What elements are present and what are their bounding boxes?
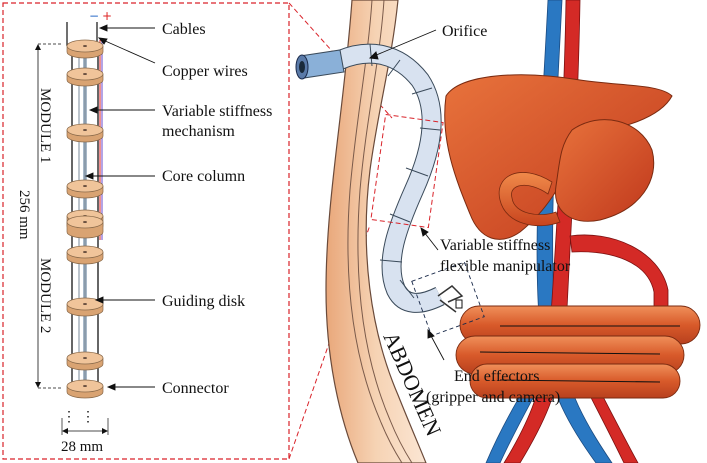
ellipsis-left: ⋮ <box>62 410 76 425</box>
end-eff-label-2: (gripper and camera) <box>426 389 560 406</box>
guiding-disks <box>66 39 104 399</box>
guiding-disk <box>66 215 104 239</box>
module-panel: MODULE 1 MODULE 2 256 mm − + <box>2 2 393 460</box>
end-effector-box <box>411 261 485 337</box>
module2-label: MODULE 2 <box>37 258 53 333</box>
abdominal-wall <box>325 0 427 463</box>
stomach <box>554 119 655 222</box>
manipulator-zoom-box <box>370 113 444 229</box>
module1-label: MODULE 1 <box>37 88 53 163</box>
duodenum <box>498 172 561 227</box>
length-label: 256 mm <box>16 190 32 240</box>
guiding-disk <box>66 67 104 87</box>
vs-mechanism-label-2: mechanism <box>162 123 235 140</box>
abdominal-wall-layer <box>347 0 403 463</box>
vs-manip-label-1: Variable stiffness <box>440 237 550 254</box>
abdominal-wall-layer-2 <box>357 0 413 463</box>
guiding-disk <box>66 179 104 199</box>
flexible-manipulator <box>295 43 445 313</box>
cables-label: Cables <box>162 21 206 38</box>
guiding-disk-label: Guiding disk <box>162 293 245 310</box>
callout-arrows <box>84 24 156 391</box>
ellipsis-right: ⋮ <box>81 410 95 425</box>
guiding-disk <box>66 123 104 143</box>
polarity-minus: − <box>89 9 99 23</box>
core-column-label: Core column <box>162 168 245 185</box>
vs-mechanism-label-1: Variable stiffness <box>162 103 272 120</box>
guiding-disk <box>66 245 104 265</box>
guiding-disk <box>66 379 104 399</box>
polarity-plus: + <box>102 9 112 23</box>
anatomy-scene: ABDOMEN <box>295 0 701 463</box>
end-eff-label-1: End effectors <box>454 368 539 385</box>
intestine <box>455 305 701 399</box>
copper-wires-label: Copper wires <box>162 63 248 80</box>
guiding-disk <box>66 297 104 317</box>
end-effectors <box>437 285 464 313</box>
connector-label: Connector <box>162 380 229 397</box>
callout-arrows-right <box>369 29 445 361</box>
guiding-disk <box>66 39 104 59</box>
copper-wire-pair <box>99 40 103 240</box>
length-dimension <box>35 43 62 389</box>
width-dimension <box>61 418 109 435</box>
orifice-label: Orifice <box>442 23 487 40</box>
guiding-disk <box>66 351 104 371</box>
width-label: 28 mm <box>61 439 103 455</box>
vs-manip-label-2: flexible manipulator <box>440 258 571 275</box>
module-panel-dashed-border <box>2 2 290 460</box>
